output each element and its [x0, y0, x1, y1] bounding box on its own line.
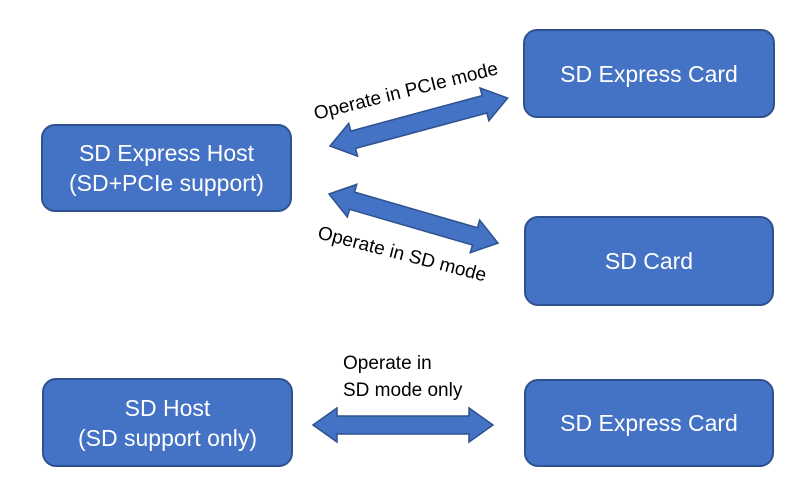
sd-mode-only-double-arrow-icon	[311, 406, 495, 444]
node-sd-express-card-top: SD Express Card	[523, 29, 775, 118]
node-sd-express-host-title: SD Express Host	[78, 140, 255, 166]
node-sd-host: SD Host (SD support only)	[42, 378, 293, 467]
sd-mode-double-arrow-icon	[327, 183, 500, 254]
node-sd-host-subtitle: (SD support only)	[78, 424, 257, 451]
node-sd-express-card-bottom-label: SD Express Card	[560, 410, 738, 436]
edge-label-sd-mode-only-line2: SD mode only	[343, 380, 463, 401]
node-sd-card: SD Card	[524, 216, 774, 306]
node-sd-express-host: SD Express Host (SD+PCIe support)	[41, 124, 292, 212]
node-sd-host-title: SD Host	[124, 394, 211, 421]
node-sd-express-host-subtitle: (SD+PCIe support)	[69, 170, 264, 196]
pcie-mode-double-arrow-icon	[328, 86, 509, 158]
node-sd-card-label: SD Card	[604, 248, 694, 274]
node-sd-express-card-bottom: SD Express Card	[524, 379, 774, 467]
edge-label-sd-mode-only: Operate in SD mode only	[343, 350, 462, 404]
edge-label-sd-mode-only-line1: Operate in	[343, 353, 432, 374]
node-sd-express-card-top-label: SD Express Card	[560, 60, 738, 87]
